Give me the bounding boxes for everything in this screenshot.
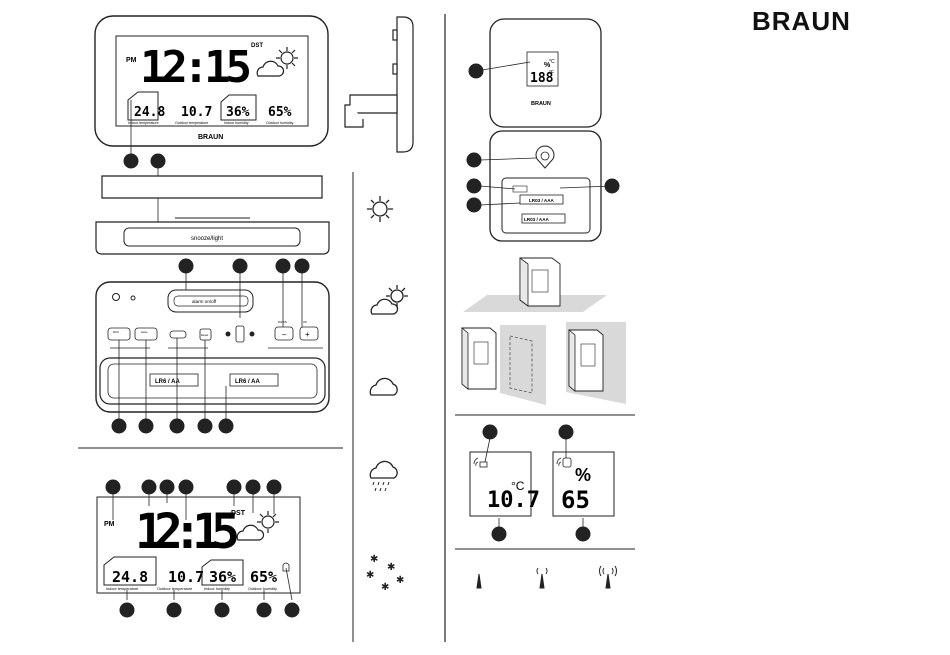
lcd-sun-cloud-icon <box>236 511 279 541</box>
svg-text:–: – <box>282 330 287 339</box>
svg-text:✱: ✱ <box>381 582 389 593</box>
wave-button-label: wave <box>141 330 148 334</box>
lcd-indoor-humidity-label: Indoor humidity <box>204 587 230 591</box>
sensor-screen-temp-unit: °C <box>511 479 525 493</box>
signal-0-icon <box>476 573 482 589</box>
sensor-unit-pct: % <box>544 62 551 69</box>
signal-1-icon <box>536 567 548 589</box>
battery-label-right: LR6 / AA <box>235 379 260 385</box>
lcd-time: 12:15 <box>135 504 240 560</box>
snow-icon: ✱✱ ✱✱✱ <box>366 554 404 593</box>
sensor-screen-temp-value: 10.7 <box>487 488 540 513</box>
lcd-indoor-humidity: 36% <box>209 568 236 586</box>
sun-icon <box>367 196 393 222</box>
clock-side-view <box>344 16 414 153</box>
callout-sensor-temp-icon <box>482 424 498 440</box>
clock-indoor-humidity-label: Indoor humidity <box>224 121 249 125</box>
svg-text:✱: ✱ <box>387 562 395 573</box>
alarm-button-label: alarm on/off <box>192 299 217 304</box>
lcd-outdoor-temp-label: Outdoor temperature <box>157 587 192 591</box>
lcd-outdoor-temp: 10.7 <box>168 568 204 586</box>
callout-sensor-hook <box>466 152 482 168</box>
up-button-label: UP <box>303 320 307 324</box>
sensor-logo: BRAUN <box>531 101 551 107</box>
clock-indoor-house <box>127 91 159 121</box>
sensor-front: 188 % °C °F BRAUN <box>489 18 602 128</box>
lcd-dst: DST <box>231 510 246 517</box>
clock-outdoor-humidity-label: Outdoor humidity <box>266 121 294 125</box>
sensor-screen-temp: 10.7 °C <box>469 451 540 517</box>
callout-sensor-display <box>468 63 484 79</box>
sensor-battery-top: LR03 / AAA <box>529 198 555 203</box>
sensor-value: 188 <box>530 71 554 86</box>
sensor-battery-bottom: LR03 / AAA <box>524 217 550 222</box>
lcd-hand-icon <box>282 562 290 572</box>
sensor-placement <box>461 257 626 405</box>
sensor-screen-hum-value: 65 <box>561 486 590 514</box>
sensor-unit-f: °F <box>549 70 554 76</box>
cloud-icon <box>369 377 398 396</box>
svg-text:✱: ✱ <box>366 570 374 581</box>
down-button-label: DOWN <box>278 320 287 324</box>
lcd-pm: PM <box>104 521 115 528</box>
callout-sensor-temp-value <box>491 526 507 542</box>
clock-outdoor-temp-label: Outdoor temperature <box>175 121 208 125</box>
clock-indoor-humidity: 36% <box>226 105 250 120</box>
sensor-back: LR03 / AAA LR03 / AAA <box>489 130 602 242</box>
clock-logo: BRAUN <box>198 134 223 141</box>
lcd-detail: PM 12:15 DST 24.8 10.7 36% 65% Indoor te… <box>96 496 301 594</box>
reset-button-label: Reset <box>201 333 209 337</box>
clock-humidity-house <box>220 94 257 121</box>
clock-front: PM 12:15 DST 24.8 10.7 36% 65% Indoor te… <box>94 15 329 147</box>
callout-sensor-hum-icon <box>558 424 574 440</box>
clock-sun-cloud-icon <box>256 47 298 77</box>
callout-sensor-hum-value <box>575 526 591 542</box>
clock-pm: PM <box>126 57 137 64</box>
battery-label-left: LR6 / AA <box>155 379 180 385</box>
clock-indoor-temp: 24.8 <box>134 105 165 120</box>
sun-cloud-icon <box>370 285 408 315</box>
signal-icons <box>476 565 617 589</box>
svg-text:✱: ✱ <box>396 575 404 586</box>
callout-1 <box>123 153 139 169</box>
sensor-unit-c: °C <box>549 59 555 65</box>
clock-outdoor-temp: 10.7 <box>181 105 212 120</box>
lcd-indoor-temp-label: Indoor temperature <box>106 587 138 591</box>
callout-sensor-batteries <box>466 197 482 213</box>
lcd-outdoor-humidity: 65% <box>250 568 277 586</box>
clock-indoor-temp-label: Indoor temperature <box>128 121 159 125</box>
lcd-outdoor-humidity-label: Outdoor humidity <box>248 587 277 591</box>
clock-time: 12:15 <box>140 42 252 93</box>
sensor-screen-humidity: % 65 <box>552 451 615 517</box>
svg-text:+: + <box>305 330 310 339</box>
signal-2-icon <box>599 565 617 589</box>
callout-2 <box>150 153 166 169</box>
clock-top-view: snooze/light <box>95 175 330 255</box>
sensor-screen-hum-unit: % <box>575 465 591 485</box>
lcd-indoor-temp: 24.8 <box>112 568 148 586</box>
weather-icons: ✱✱ ✱✱✱ <box>366 196 408 593</box>
clock-back-view: alarm on/off RCC wave Reset DOWN UP – + … <box>95 281 330 413</box>
clock-dst: DST <box>251 43 263 49</box>
rcc-button-label: RCC <box>113 330 119 334</box>
snooze-button-label: snooze/light <box>191 236 223 242</box>
callout-sensor-switch <box>466 178 482 194</box>
brand-logo: BRAUN <box>752 6 851 36</box>
callout-sensor-button <box>604 178 620 194</box>
clock-outdoor-humidity: 65% <box>268 105 292 120</box>
rain-icon <box>369 460 398 492</box>
svg-text:✱: ✱ <box>370 554 378 565</box>
